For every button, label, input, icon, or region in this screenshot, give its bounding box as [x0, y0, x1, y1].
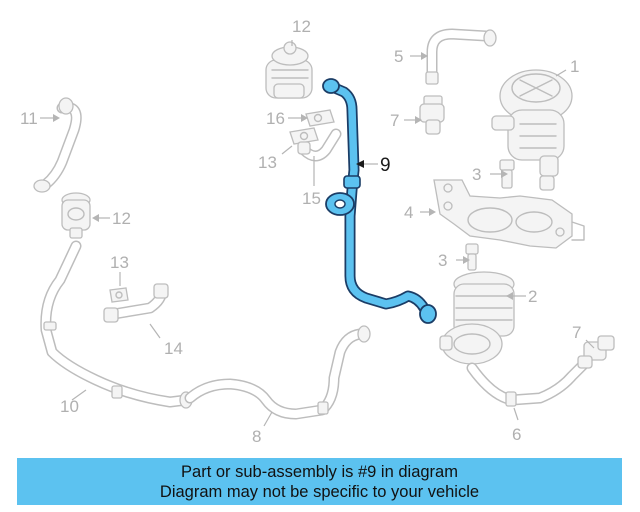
- leader-lines: [40, 40, 595, 427]
- callout-3-top: 3: [472, 165, 481, 184]
- info-banner: Part or sub-assembly is #9 in diagram Di…: [17, 458, 622, 505]
- callout-15: 15: [302, 189, 321, 208]
- callout-13-top: 13: [258, 153, 277, 172]
- part-1-air-pump[interactable]: [491, 69, 573, 191]
- part-8-hose[interactable]: [184, 325, 371, 420]
- callout-16: 16: [266, 109, 285, 128]
- callout-9: 9: [380, 155, 391, 176]
- callout-8: 8: [252, 427, 261, 446]
- callout-4: 4: [404, 203, 413, 222]
- callout-2: 2: [528, 287, 537, 306]
- callout-11: 11: [20, 109, 38, 128]
- part-13-gasket-top[interactable]: [289, 127, 319, 145]
- part-11-hose[interactable]: [33, 97, 82, 193]
- banner-line-1: Part or sub-assembly is #9 in diagram: [181, 462, 458, 481]
- callout-10: 10: [60, 397, 79, 416]
- part-7-check-valve-top[interactable]: [419, 95, 445, 135]
- part-9-hose-highlighted[interactable]: [322, 78, 437, 324]
- callout-12-left: 12: [112, 209, 131, 228]
- part-7-check-valve-bottom[interactable]: [577, 335, 615, 369]
- callout-7-bottom: 7: [572, 323, 581, 342]
- callout-3-middle: 3: [438, 251, 447, 270]
- part-3-screw-middle[interactable]: [465, 243, 479, 271]
- callout-1: 1: [570, 57, 579, 76]
- part-2-pump[interactable]: [439, 271, 515, 365]
- part-4-bracket[interactable]: [433, 179, 585, 249]
- callout-5: 5: [394, 47, 403, 66]
- part-6-hose[interactable]: [466, 356, 592, 407]
- part-12-valve-left[interactable]: [61, 192, 91, 239]
- part-15-pipe[interactable]: [297, 128, 342, 162]
- part-13-gasket-left[interactable]: [109, 287, 129, 303]
- part-14-pipe[interactable]: [103, 283, 169, 323]
- part-16-gasket[interactable]: [305, 109, 335, 127]
- callout-13-left: 13: [110, 253, 129, 272]
- part-12-valve-top[interactable]: [265, 41, 313, 99]
- callout-6: 6: [512, 425, 521, 444]
- part-5-hose[interactable]: [425, 28, 497, 85]
- callout-7-top: 7: [390, 111, 399, 130]
- callout-12-top: 12: [292, 17, 311, 36]
- callout-14: 14: [164, 339, 183, 358]
- part-10-hose[interactable]: [40, 240, 193, 409]
- banner-line-2: Diagram may not be specific to your vehi…: [159, 482, 480, 501]
